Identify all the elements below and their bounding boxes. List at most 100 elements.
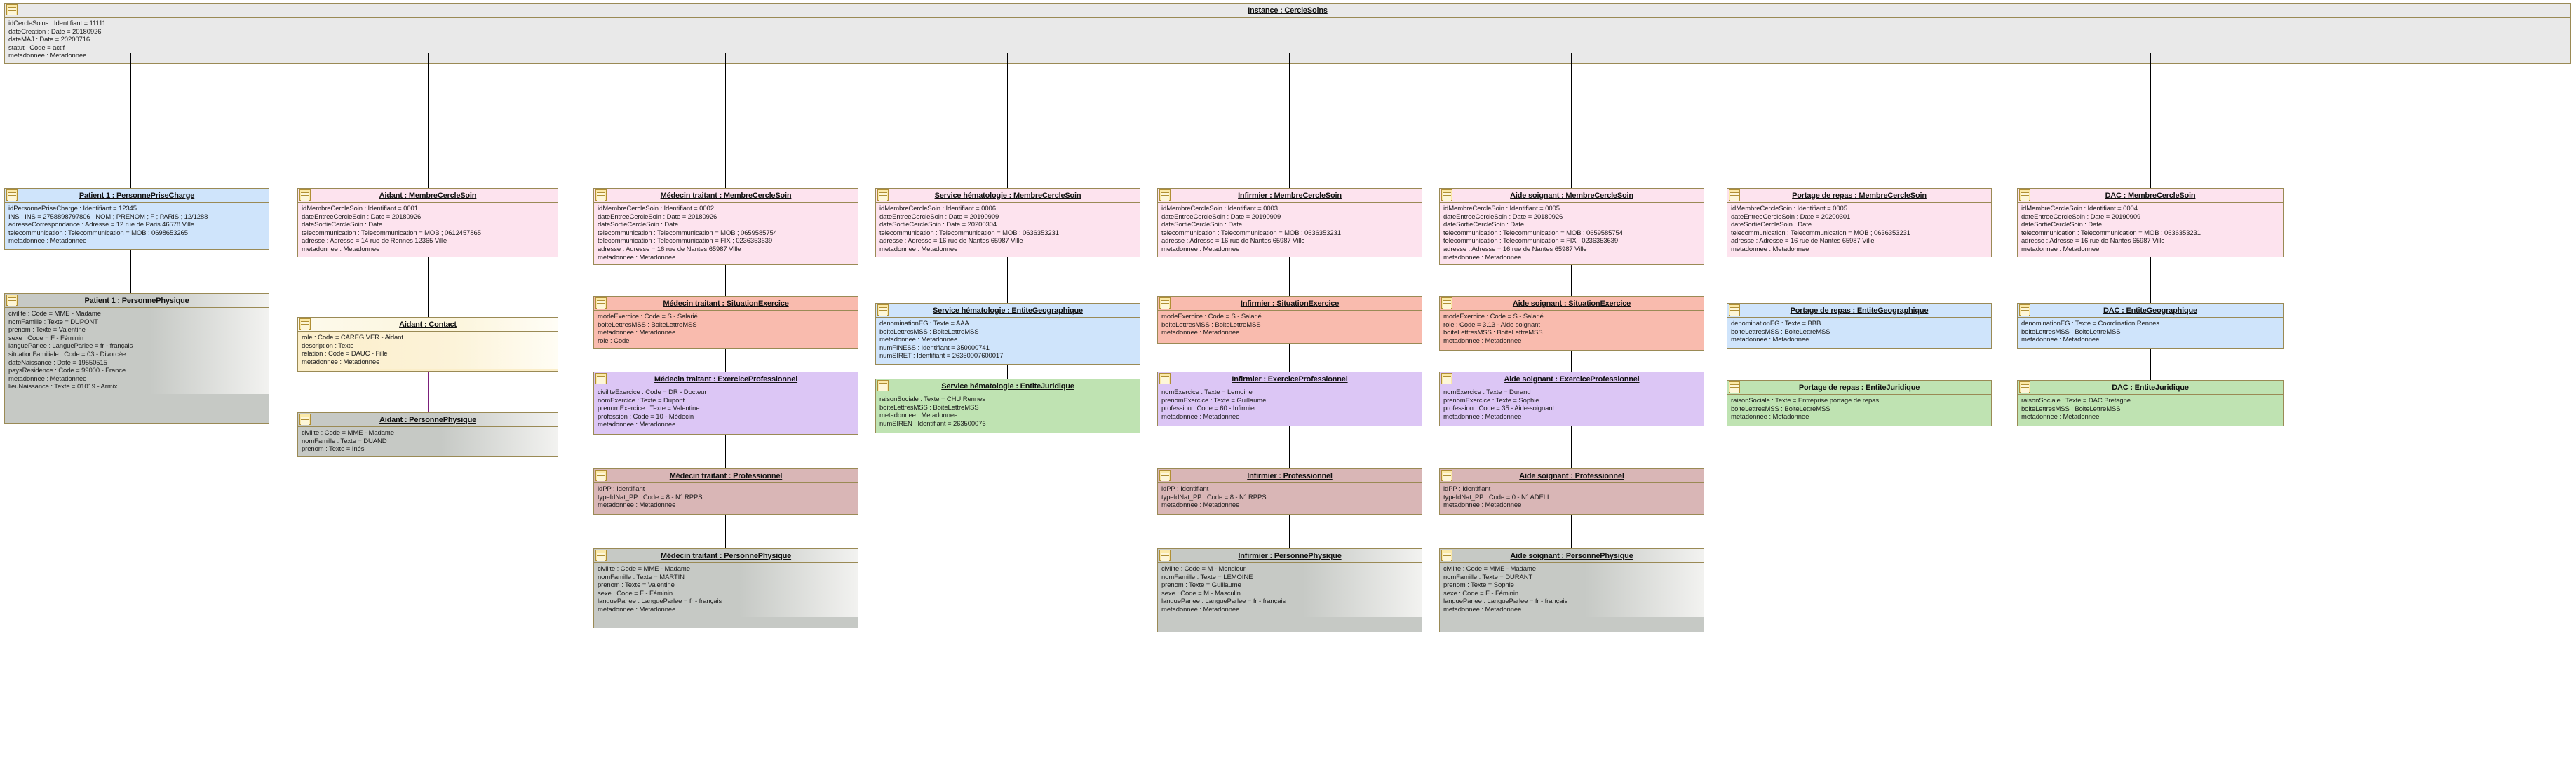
node-patient-1-header: Patient 1 : PersonnePhysique: [5, 294, 269, 308]
attribute-row: metadonnee : Metadonnee: [1161, 329, 1240, 337]
node-service-hematologie-1[interactable]: Service hématologie : EntiteGeographique…: [875, 303, 1140, 365]
attribute-row: metadonnee : Metadonnee: [8, 374, 87, 383]
attribute-row: telecommunication : Telecommunication = …: [598, 229, 777, 237]
attribute-row: dateEntreeCercleSoin : Date = 20180926: [598, 212, 717, 221]
connector-line: [428, 53, 429, 188]
node-aide-soignant-0-header: Aide soignant : MembreCercleSoin: [1440, 189, 1704, 203]
node-aide-soignant-1[interactable]: Aide soignant : SituationExercice modeExe…: [1439, 296, 1704, 351]
root-instance-cerclesoins-header: Instance : CercleSoins: [5, 4, 2570, 18]
attribute-row: role : Code = 3.13 - Aide soignant: [1443, 320, 1540, 329]
node-dac-2-header: DAC : EntiteJuridique: [2018, 381, 2283, 395]
object-instance-icon: [1441, 470, 1452, 481]
attribute-row: sexe : Code = F - Féminin: [1443, 589, 1519, 597]
attribute-row: typeIdNat_PP : Code = 8 - N° RPPS: [1161, 493, 1267, 501]
attribute-row: prenom : Texte = Guillaume: [1161, 581, 1241, 590]
object-instance-icon: [595, 189, 607, 201]
object-instance-icon: [299, 318, 311, 330]
node-infirmier-3-title: Infirmier : Professionnel: [1247, 471, 1333, 480]
attribute-row: idMembreCercleSoin : Identifiant = 0001: [302, 205, 418, 212]
attribute-row: nomFamille : Texte = MARTIN: [598, 573, 685, 581]
attribute-row: metadonnee : Metadonnee: [598, 501, 676, 510]
attribute-row: idMembreCercleSoin : Identifiant = 0006: [879, 205, 996, 212]
node-aide-soignant-2-title: Aide soignant : ExerciceProfessionnel: [1504, 374, 1640, 384]
attribute-row: telecommunication : Telecommunication = …: [302, 229, 481, 237]
attribute-row: metadonnee : Metadonnee: [1161, 412, 1240, 421]
attribute-row: modeExercice : Code = S - Salarié: [1443, 313, 1544, 320]
attribute-row: metadonnee : Metadonnee: [302, 358, 380, 366]
attribute-row: metadonnee : Metadonnee: [1731, 336, 1809, 344]
node-patient-0-attributes: idPersonnePriseCharge : Identifiant = 12…: [5, 203, 269, 248]
node-infirmier-3[interactable]: Infirmier : Professionnel idPP : Identifi…: [1157, 468, 1422, 515]
node-infirmier-1-title: Infirmier : SituationExercice: [1240, 299, 1340, 308]
attribute-row: adresse : Adresse = 16 rue de Nantes 659…: [1731, 237, 1875, 245]
attribute-row: langueParlee : LangueParlee = fr - franç…: [1443, 597, 1568, 606]
connector-line: [1289, 344, 1290, 372]
node-aide-soignant-1-title: Aide soignant : SituationExercice: [1512, 299, 1631, 308]
node-infirmier-2-title: Infirmier : ExerciceProfessionnel: [1232, 374, 1348, 384]
connector-line: [1289, 515, 1290, 548]
node-infirmier-1[interactable]: Infirmier : SituationExercice modeExercic…: [1157, 296, 1422, 344]
object-instance-icon: [1159, 189, 1171, 201]
object-instance-icon: [1441, 550, 1452, 561]
connector-line: [428, 257, 429, 317]
attribute-row: telecommunication : Telecommunication = …: [1731, 229, 1910, 237]
connector-line: [1289, 257, 1290, 296]
attribute-row: typeIdNat_PP : Code = 0 - N° ADELI: [1443, 493, 1549, 501]
attribute-row: idMembreCercleSoin : Identifiant = 0002: [598, 205, 714, 212]
attribute-row: boiteLettresMSS : BoiteLettreMSS: [1443, 329, 1543, 337]
connector-line: [428, 372, 429, 412]
object-instance-icon: [595, 470, 607, 481]
node-medecin-traitant-4-header: Médecin traitant : PersonnePhysique: [594, 549, 858, 563]
attribute-row: dateSortieCercleSoin : Date: [598, 221, 679, 229]
object-instance-icon: [6, 189, 18, 201]
attribute-row: denominationEG : Texte = BBB: [1731, 320, 1821, 327]
node-medecin-traitant-1-header: Médecin traitant : SituationExercice: [594, 297, 858, 311]
attribute-row: dateMAJ : Date = 20200716: [8, 36, 90, 44]
node-medecin-traitant-2[interactable]: Médecin traitant : ExerciceProfessionnel…: [593, 372, 858, 435]
node-aidant-0-header: Aidant : MembreCercleSoin: [298, 189, 558, 203]
attribute-row: idMembreCercleSoin : Identifiant = 0005: [1731, 205, 1847, 212]
node-service-hematologie-1-header: Service hématologie : EntiteGeographique: [876, 304, 1140, 318]
attribute-row: civilite : Code = M - Monsieur: [1161, 565, 1246, 573]
attribute-row: idPP : Identifiant: [598, 485, 645, 493]
node-patient-0-header: Patient 1 : PersonnePriseCharge: [5, 189, 269, 203]
attribute-row: metadonnee : Metadonnee: [302, 245, 380, 253]
attribute-row: boiteLettresMSS : BoiteLettreMSS: [879, 327, 979, 336]
attribute-row: metadonnee : Metadonnee: [2021, 336, 2100, 344]
